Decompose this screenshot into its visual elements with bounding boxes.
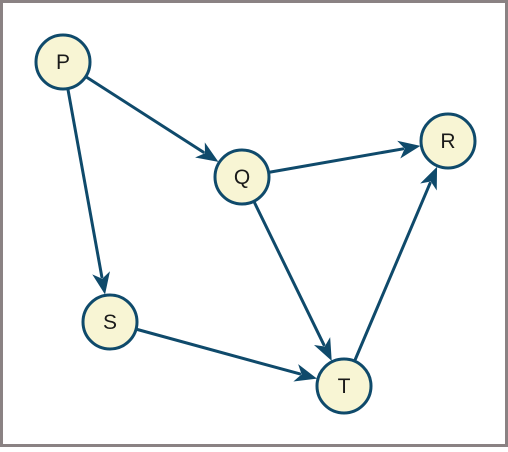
node-label: S <box>103 311 117 334</box>
edge-line <box>66 87 104 279</box>
arrowhead-icon <box>92 271 110 295</box>
edge-q-r <box>267 140 421 174</box>
node-t: T <box>315 357 373 415</box>
arrowhead-icon <box>195 142 219 162</box>
edges <box>66 75 438 382</box>
node-label: T <box>338 375 351 398</box>
edge-line <box>353 181 432 363</box>
node-circle <box>315 357 373 415</box>
edge-p-q <box>84 75 219 162</box>
edge-line <box>84 75 205 154</box>
node-circle <box>34 33 92 91</box>
edge-line <box>252 199 326 347</box>
edge-p-s <box>66 87 110 295</box>
node-label: R <box>440 130 455 153</box>
edge-s-t <box>134 327 317 382</box>
edge-line <box>134 327 302 376</box>
edge-line <box>267 147 405 174</box>
node-q: Q <box>213 148 271 206</box>
node-r: R <box>419 112 477 170</box>
node-circle <box>213 148 271 206</box>
node-circle <box>419 112 477 170</box>
node-circle <box>81 293 139 351</box>
node-s: S <box>81 293 139 351</box>
node-label: Q <box>234 166 250 189</box>
arrowhead-icon <box>293 364 317 382</box>
nodes: P Q R S T <box>34 33 477 415</box>
arrowhead-icon <box>397 140 421 159</box>
edge-q-t <box>252 199 332 361</box>
node-p: P <box>34 33 92 91</box>
arrowhead-icon <box>313 337 332 361</box>
node-label: P <box>56 51 70 74</box>
edge-t-r <box>353 166 438 363</box>
arrowhead-icon <box>420 166 438 191</box>
